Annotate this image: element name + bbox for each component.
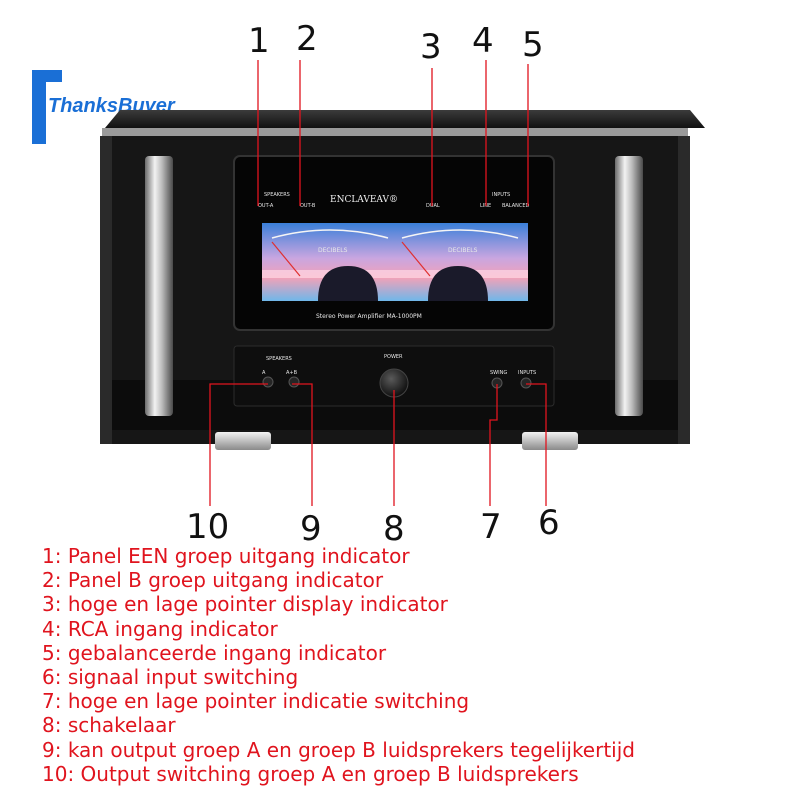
decibels-left: DECIBELS — [318, 247, 348, 254]
legend-item: 2: Panel B groep uitgang indicator — [42, 568, 384, 593]
legend-item: 4: RCA ingang indicator — [42, 616, 278, 641]
speaker-a-button[interactable] — [262, 376, 274, 388]
callout-5: 5 — [522, 25, 544, 65]
legend-item: 9: kan output groep A en groep B luidspr… — [42, 737, 635, 762]
legend-item: 7: hoge en lage pointer indicatie switch… — [42, 689, 470, 714]
legend-item: 1: Panel EEN groep uitgang indicator — [42, 544, 410, 568]
callout-7: 7 — [480, 507, 502, 547]
callout-4: 4 — [472, 21, 494, 61]
out-b-label: OUT-B — [300, 203, 316, 209]
out-a-label: OUT-A — [258, 203, 274, 209]
callout-2: 2 — [296, 19, 318, 59]
speaker-ab-button[interactable] — [288, 376, 300, 388]
right-pillar — [615, 156, 643, 416]
legend-item: 6: signaal input switching — [42, 665, 299, 690]
control-speakers-label: SPEAKERS — [266, 356, 292, 362]
meter-brand: ENCLAVEAV® — [330, 195, 398, 205]
legend-item: 8: schakelaar — [42, 713, 176, 738]
dual-label: DUAL — [426, 203, 440, 209]
legend-item: 5: gebalanceerde ingang indicator — [42, 640, 387, 665]
speakers-label: SPEAKERS — [264, 192, 290, 198]
callout-10: 10 — [186, 507, 229, 547]
meter-panel: DECIBELS DECIBELS SPEAKERS OUT-A OUT-B E… — [233, 155, 555, 331]
callout-1: 1 — [248, 21, 270, 61]
btn-swing-label: SWING — [490, 370, 507, 376]
btn-ab-label: A+B — [286, 370, 298, 376]
inputs-label: INPUTS — [492, 192, 510, 198]
leader-lines — [209, 60, 547, 506]
btn-a-label: A — [262, 370, 266, 376]
callout-3: 3 — [420, 27, 442, 67]
power-label: POWER — [384, 354, 403, 360]
legend-item: 10: Output switching groep A en groep B … — [42, 761, 579, 786]
right-foot — [522, 432, 578, 450]
left-foot — [215, 432, 271, 450]
callout-9: 9 — [300, 509, 322, 549]
callout-6: 6 — [538, 503, 560, 543]
left-pillar — [145, 156, 173, 416]
legend-list: 1: Panel EEN groep uitgang indicator 2: … — [42, 544, 782, 786]
model-line: Stereo Power Amplifier MA-1000PM — [316, 313, 422, 320]
callout-8: 8 — [383, 509, 405, 549]
input-select-button[interactable] — [520, 377, 532, 389]
balanced-label: BALANCED — [502, 203, 530, 209]
legend-item: 3: hoge en lage pointer display indicato… — [42, 592, 448, 617]
btn-inputs-label: INPUTS — [518, 370, 536, 376]
decibels-right: DECIBELS — [448, 247, 478, 254]
